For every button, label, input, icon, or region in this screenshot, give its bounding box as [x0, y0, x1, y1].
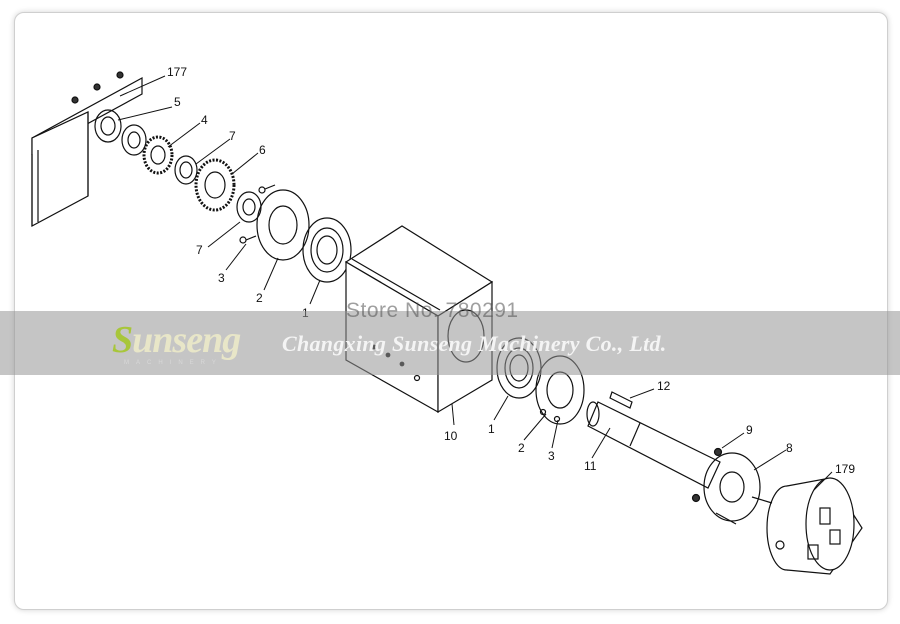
- part-6-gear: [194, 158, 236, 212]
- part-11-spindle: [586, 401, 721, 489]
- part-12-key: [609, 391, 633, 409]
- logo-rest: unseng: [132, 319, 241, 361]
- part-7-bushing-top: [174, 155, 198, 185]
- part-5-nut: [94, 109, 122, 143]
- callout-7-top: 7: [229, 129, 236, 143]
- store-watermark: Store No. 780291: [346, 299, 519, 322]
- logo-subtitle: MACHINERY: [124, 360, 223, 366]
- part-2-flange: [239, 184, 310, 261]
- callout-179: 179: [835, 462, 855, 476]
- logo-initial: S: [112, 319, 133, 361]
- part-9-bolt: [691, 447, 723, 503]
- part-179-chuck: [766, 477, 863, 575]
- callout-5: 5: [174, 95, 181, 109]
- sunseng-logo: Sunseng: [112, 318, 241, 362]
- callout-2-left: 2: [256, 291, 263, 305]
- part-177-mounting-plate: [31, 71, 143, 228]
- watermark-banner: [0, 311, 900, 375]
- callout-10: 10: [444, 429, 458, 443]
- part-4-gear: [142, 135, 174, 175]
- callout-4: 4: [201, 113, 208, 127]
- company-name: Changxing Sunseng Machinery Co., Ltd.: [282, 331, 667, 356]
- callout-3-left: 3: [218, 271, 225, 285]
- callout-12: 12: [657, 379, 671, 393]
- callout-7-bottom: 7: [196, 243, 203, 257]
- callout-2-right: 2: [518, 441, 525, 455]
- part-8-flange-plate: [703, 452, 773, 525]
- leader-lines: [117, 75, 833, 491]
- part-1-bearing-left: [302, 217, 352, 283]
- callout-177: 177: [167, 65, 187, 79]
- part-washer: [121, 124, 147, 156]
- callout-1-right: 1: [488, 422, 495, 436]
- callout-9: 9: [746, 423, 753, 437]
- callout-8: 8: [786, 441, 793, 455]
- callout-6: 6: [259, 143, 266, 157]
- callout-11: 11: [584, 459, 597, 473]
- callout-3-right: 3: [548, 449, 555, 463]
